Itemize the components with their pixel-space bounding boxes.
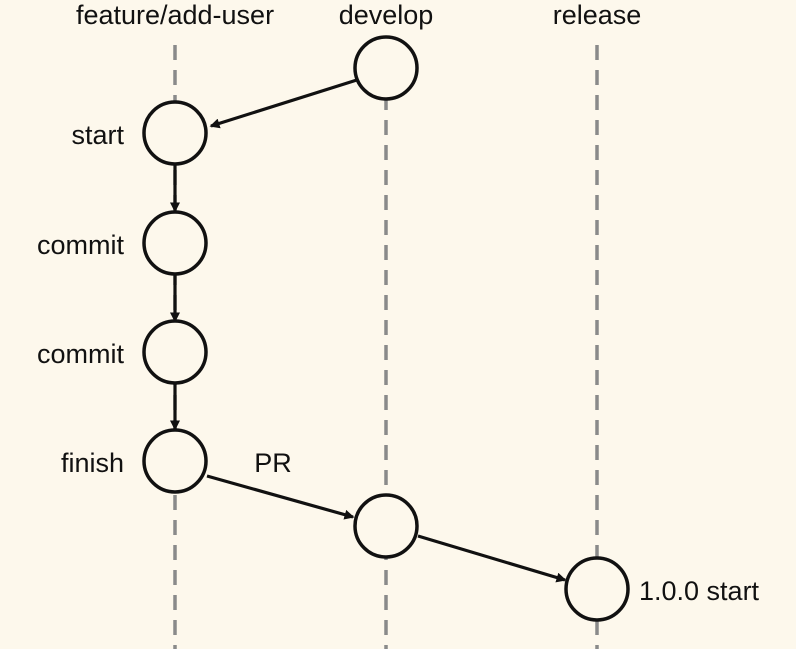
develop-origin-node (353, 35, 419, 101)
pr-label: PR (254, 448, 292, 478)
finish-node (142, 428, 208, 494)
feature-branch-label: feature/add-user (76, 0, 274, 30)
start-label: start (71, 120, 124, 150)
arrow-develop-to-release (417, 534, 567, 583)
develop-merge-node (353, 493, 419, 559)
develop-branch-label: develop (339, 0, 434, 30)
commit-node-2 (142, 319, 208, 385)
commit-label-1: commit (37, 230, 124, 260)
commit-label-2: commit (37, 339, 124, 369)
arrow-develop-to-start (209, 77, 361, 129)
finish-label: finish (61, 448, 124, 478)
release-start-label: 1.0.0 start (639, 576, 760, 606)
release-start-node (564, 556, 630, 622)
start-node (142, 100, 208, 166)
commit-node-1 (142, 210, 208, 276)
arrow-finish-to-develop (206, 474, 355, 520)
release-branch-label: release (553, 0, 642, 30)
